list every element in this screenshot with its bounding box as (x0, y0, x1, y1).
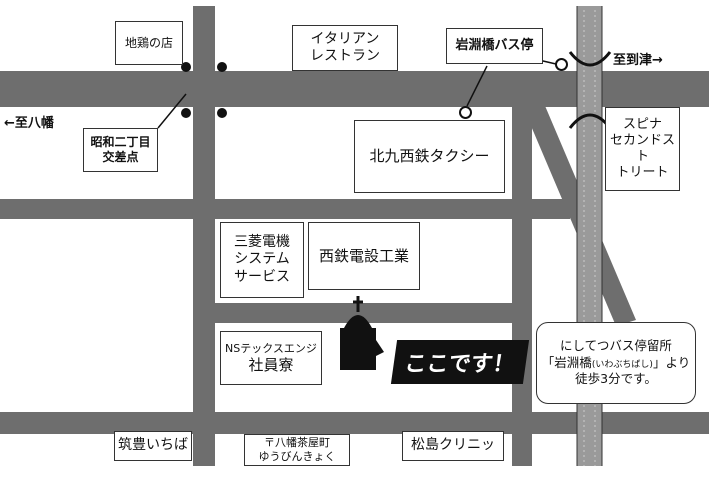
chikuho-market-label: 筑豊いちば (114, 431, 192, 461)
intersection-dot (181, 108, 191, 118)
mitsubishi-label: 三菱電機 システム サービス (220, 222, 304, 298)
bus-stop-marker (459, 106, 472, 119)
ns-tech-dorm: 社員寮 (248, 355, 294, 374)
post-office-name: 〒八幡茶屋町 (264, 436, 330, 450)
nishitetsu-denki-label: 西鉄電設工業 (308, 222, 420, 290)
intersection-label: 昭和二丁目 交差点 (83, 128, 158, 172)
intersection-dot (217, 62, 227, 72)
taxi-company-label: 北九西鉄タクシー (354, 120, 505, 193)
bus-stop-label: 岩淵橋バス停 (446, 28, 543, 64)
road-vertical-left (193, 6, 215, 466)
ns-tech-dormitory-label: NSテックスエンジ 社員寮 (220, 331, 322, 385)
intersection-dot (181, 62, 191, 72)
road-horizontal-middle (195, 303, 527, 323)
note-line-3: 徒歩3分です。 (575, 371, 657, 387)
chikei-shop-label: 地鶏の店 (115, 21, 183, 65)
intersection-dot (217, 108, 227, 118)
destination-marker: ここです！ (390, 340, 530, 384)
italian-restaurant-label: イタリアン レストラン (292, 25, 398, 71)
note-line-1: にしてつバス停留所 (560, 337, 672, 353)
access-note: にしてつバス停留所 「岩淵橋(いわぶちばし)」より 徒歩3分です。 (536, 322, 696, 404)
post-office-kana: ゆうびんきょく (258, 450, 336, 463)
direction-tsu: 至到津→ (613, 53, 663, 68)
direction-yahata: ←至八幡 (4, 116, 54, 131)
spina-store-label: スピナ セカンドスト トリート (605, 107, 680, 191)
ns-tech-name: NSテックスエンジ (225, 341, 317, 355)
note-line-2: 「岩淵橋(いわぶちばし)」より (541, 354, 691, 370)
road-horizontal-upper (0, 199, 570, 219)
bus-stop-marker (555, 58, 568, 71)
matsushima-clinic-label: 松島クリニッ (402, 431, 504, 461)
post-office-label: 〒八幡茶屋町 ゆうびんきょく (244, 434, 350, 466)
